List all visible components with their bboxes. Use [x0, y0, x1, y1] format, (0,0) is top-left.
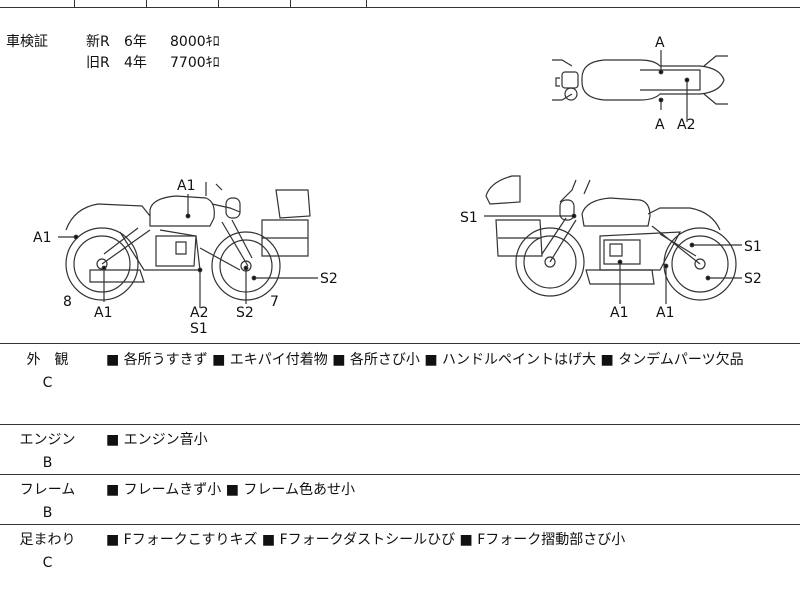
- diagram-label: A: [655, 35, 665, 51]
- inspection-item: 足まわり C: [0, 525, 95, 575]
- inspection-row-exterior: 外 観 C ■ 各所うすきず ■ エキパイ付着物 ■ 各所さび小 ■ ハンドルペ…: [0, 345, 800, 425]
- motorcycle-left-view: [65, 182, 311, 301]
- item-notes: ■ Fフォークこすりキズ ■ Fフォークダストシールひび ■ Fフォーク摺動部さ…: [106, 532, 626, 548]
- item-grade: C: [42, 555, 53, 571]
- shaken-type: 新R: [86, 34, 110, 50]
- diagram-label: 7: [270, 294, 279, 310]
- diagram-label: A1: [656, 305, 674, 321]
- diagram-label: S1: [190, 321, 208, 337]
- shaken-years: 4年: [124, 55, 147, 71]
- diagram-label: A: [655, 117, 665, 133]
- shaken-km: 8000ｷﾛ: [170, 34, 220, 50]
- diagram-label: A1: [177, 178, 195, 194]
- shaken-label: 車検証: [6, 34, 48, 50]
- inspection-row-suspension: 足まわり C ■ Fフォークこすりキズ ■ Fフォークダストシールひび ■ Fフ…: [0, 525, 800, 600]
- diagram-label: 8: [63, 294, 72, 310]
- inspection-item: 外 観 C: [0, 345, 95, 395]
- shaken-type: 旧R: [86, 55, 110, 71]
- item-grade: B: [42, 455, 53, 471]
- motorcycle-right-view: [485, 175, 737, 301]
- diagram-label: S2: [744, 271, 762, 287]
- shaken-row-old: 旧R 4年 7700ｷﾛ: [86, 53, 220, 74]
- label-leader-lines: [58, 50, 742, 308]
- diagram-label: A1: [94, 305, 112, 321]
- item-notes: ■ フレームきず小 ■ フレーム色あせ小: [106, 482, 355, 498]
- item-name: 外 観: [26, 352, 69, 368]
- inspection-row-frame: フレーム B ■ フレームきず小 ■ フレーム色あせ小: [0, 475, 800, 525]
- diagram-label: S1: [460, 210, 478, 226]
- diagram-label: A1: [33, 230, 51, 246]
- item-name: エンジン: [19, 432, 76, 448]
- diagram-label: A1: [610, 305, 628, 321]
- inspection-item: エンジン B: [0, 425, 95, 475]
- diagram-label: S2: [236, 305, 254, 321]
- motorcycle-diagram-svg: A A A2 A1 A1 8 A1 A2 S1 S2 7 S2 S1 S1 S2…: [33, 35, 762, 337]
- diagram-label: A2: [190, 305, 208, 321]
- item-grade: B: [42, 505, 53, 521]
- shaken-years: 6年: [124, 34, 147, 50]
- motorcycle-top-view: [552, 55, 728, 105]
- header-row-cropped: [0, 0, 800, 8]
- item-notes: ■ エンジン音小: [106, 432, 208, 448]
- inspection-row-engine: エンジン B ■ エンジン音小: [0, 425, 800, 475]
- diagram-label: A2: [677, 117, 695, 133]
- diagram-label: S2: [320, 271, 338, 287]
- item-name: フレーム: [19, 482, 76, 498]
- shaken-row-new: 新R 6年 8000ｷﾛ: [86, 32, 220, 53]
- item-notes: ■ 各所うすきず ■ エキパイ付着物 ■ 各所さび小 ■ ハンドルペイントはげ大…: [106, 352, 744, 368]
- item-name: 足まわり: [19, 532, 76, 548]
- shaken-km: 7700ｷﾛ: [170, 55, 220, 71]
- diagram-label: S1: [744, 239, 762, 255]
- damage-diagram: 車検証 新R 6年 8000ｷﾛ 旧R 4年 7700ｷﾛ: [0, 8, 800, 344]
- item-grade: C: [42, 375, 53, 391]
- inspection-item: フレーム B: [0, 475, 95, 525]
